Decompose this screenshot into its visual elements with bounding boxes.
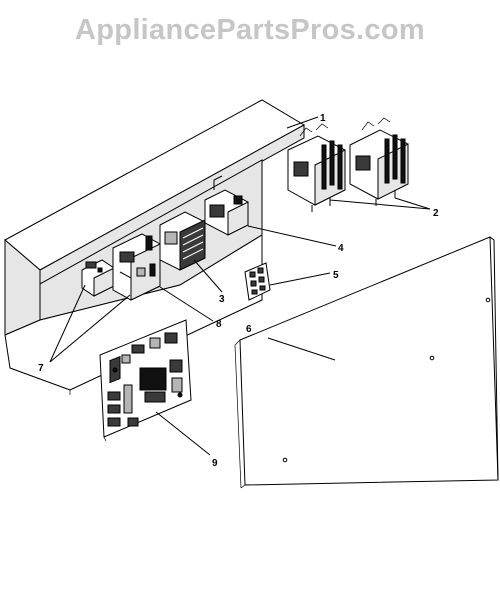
contactor-8: [112, 233, 161, 301]
callout-6: 6: [246, 324, 252, 335]
callout-4: 4: [338, 243, 344, 254]
control-board-9: [99, 319, 192, 442]
watermark: AppliancePartsPros.com: [75, 14, 425, 46]
contactor-pair-2: [287, 117, 409, 212]
front-cover-panel-6: [234, 236, 499, 489]
leader-lines: [49, 116, 431, 456]
callout-3: 3: [219, 294, 225, 305]
callout-7: 7: [38, 363, 44, 374]
callout-9: 9: [212, 458, 218, 469]
callout-5: 5: [333, 270, 339, 281]
callout-1: 1: [320, 113, 326, 124]
transformer-4: [204, 175, 249, 236]
callout-2: 2: [433, 208, 439, 219]
control-box-housing: [4, 99, 306, 395]
callout-8: 8: [216, 319, 222, 330]
callout-labels: 1 2 3 4 5 6 7 8 9: [38, 113, 439, 469]
terminal-block-5: [244, 262, 271, 301]
transformer-3: [159, 211, 206, 271]
